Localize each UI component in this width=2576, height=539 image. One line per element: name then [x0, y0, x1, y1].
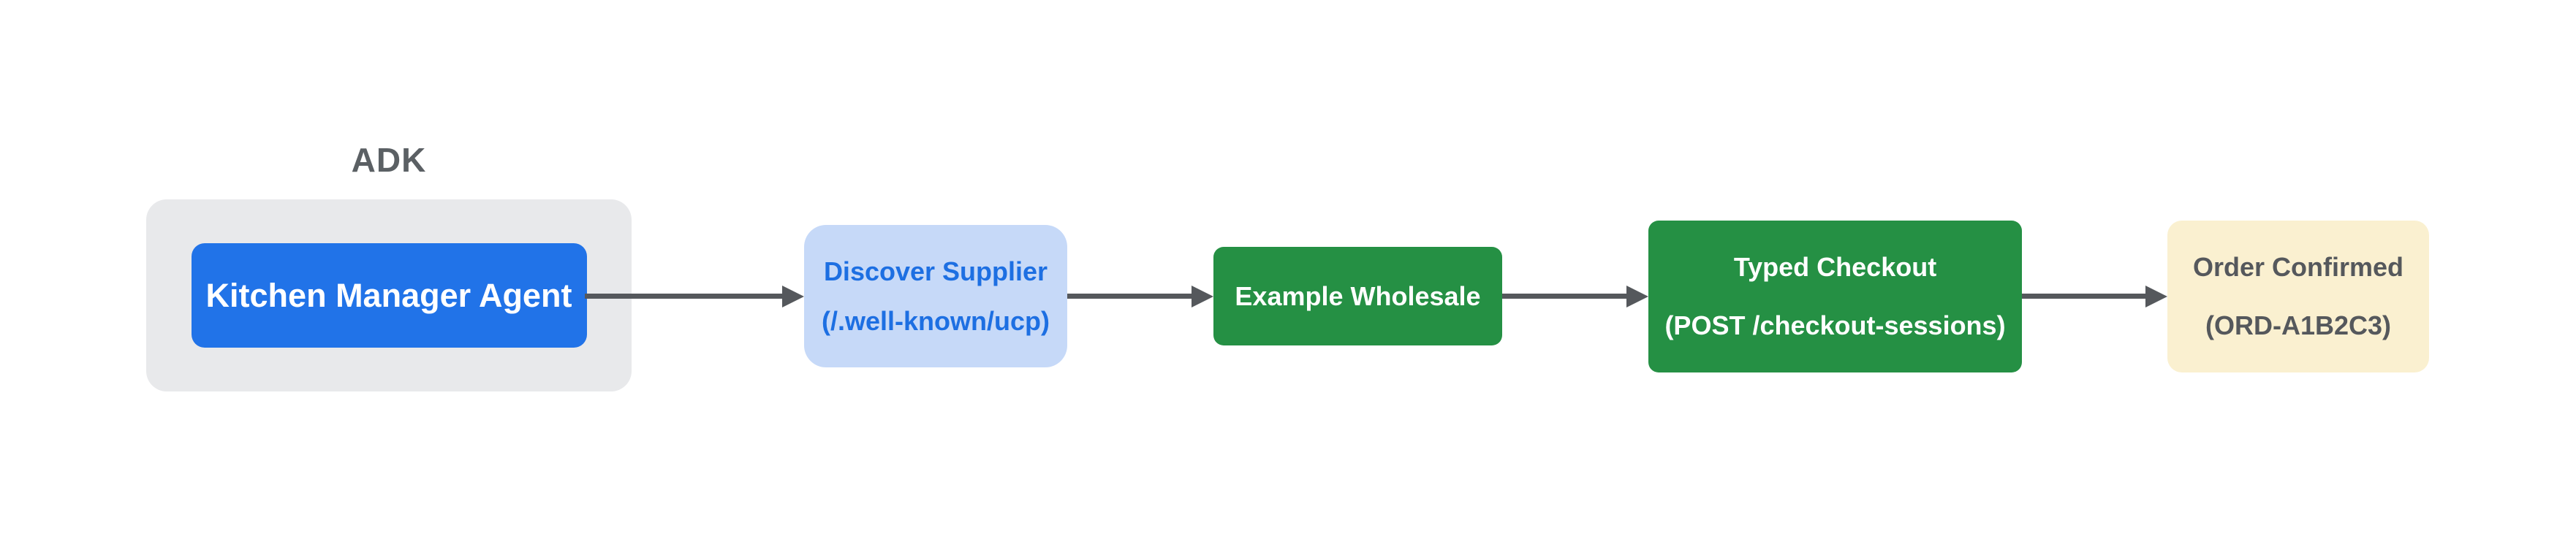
arrow-head [1626, 285, 1648, 307]
arrow-shaft [1502, 294, 1629, 299]
arrow-shaft [1067, 294, 1194, 299]
kitchen-manager-agent-label: Kitchen Manager Agent [205, 276, 572, 314]
arrow-head [1192, 285, 1213, 307]
order-confirmed-label: Order Confirmed [2192, 252, 2404, 282]
typed-checkout-endpoint: (POST /checkout-sessions) [1664, 310, 2006, 340]
node-example-wholesale: Example Wholesale [1213, 247, 1502, 345]
node-kitchen-manager-agent: Kitchen Manager Agent [191, 243, 587, 348]
node-order-confirmed: Order Confirmed (ORD-A1B2C3) [2167, 221, 2429, 372]
typed-checkout-label: Typed Checkout [1733, 252, 1937, 282]
discover-supplier-label: Discover Supplier [823, 256, 1048, 286]
arrow-supplier-to-checkout [1502, 285, 1648, 307]
adk-group-label: ADK [351, 141, 427, 179]
node-typed-checkout: Typed Checkout (POST /checkout-sessions) [1648, 221, 2022, 372]
arrow-checkout-to-confirmed [2022, 285, 2167, 307]
adk-group: Kitchen Manager Agent [146, 199, 632, 391]
arrow-discover-to-supplier [1067, 285, 1213, 307]
order-confirmed-id: (ORD-A1B2C3) [2205, 310, 2392, 340]
discover-supplier-path: (/.well-known/ucp) [822, 305, 1050, 336]
arrow-head [782, 285, 804, 307]
example-wholesale-label: Example Wholesale [1235, 280, 1481, 311]
node-discover-supplier: Discover Supplier (/.well-known/ucp) [804, 225, 1067, 367]
arrow-shaft [2022, 294, 2148, 299]
arrow-shaft [585, 294, 785, 299]
arrow-agent-to-discover [585, 285, 804, 307]
arrow-head [2145, 285, 2167, 307]
